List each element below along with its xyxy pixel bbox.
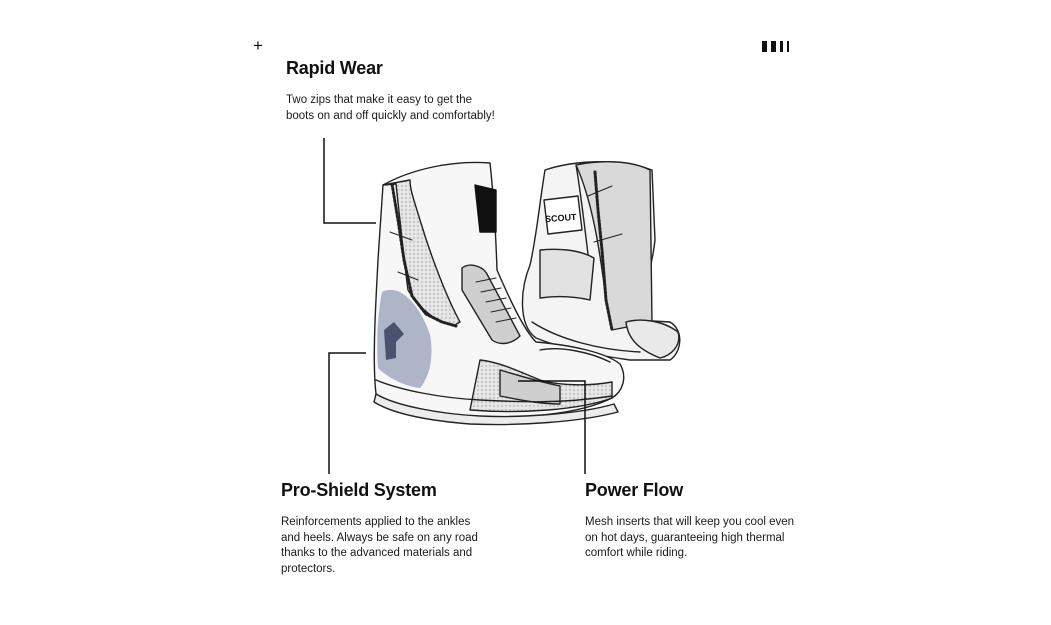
pro-shield-callout-line [328, 352, 366, 474]
feature-description: Reinforcements applied to the ankles and… [281, 516, 478, 575]
left-boot [373, 161, 625, 426]
heel-logo-icon [384, 322, 404, 360]
feature-title: Pro-Shield System [281, 480, 437, 500]
feature-title: Power Flow [585, 480, 684, 500]
feature-rapid-wear: Rapid Wear Two zips that make it easy to… [286, 57, 501, 124]
right-boot [521, 161, 681, 361]
rapid-wear-callout-line [323, 138, 376, 224]
feature-description: Two zips that make it easy to get the bo… [286, 94, 495, 122]
boot-brand-label: SCOUT [545, 212, 578, 224]
feature-pro-shield-system: Pro-Shield System Reinforcements applied… [281, 479, 491, 577]
bars-icon [762, 41, 789, 52]
feature-title: Rapid Wear [286, 58, 383, 78]
pro-shield-highlight [377, 289, 432, 388]
feature-description: Mesh inserts that will keep you cool eve… [585, 516, 795, 560]
plus-icon: + [253, 36, 263, 55]
feature-power-flow: Power Flow Mesh inserts that will keep y… [585, 479, 800, 562]
power-flow-callout-line [518, 380, 586, 474]
